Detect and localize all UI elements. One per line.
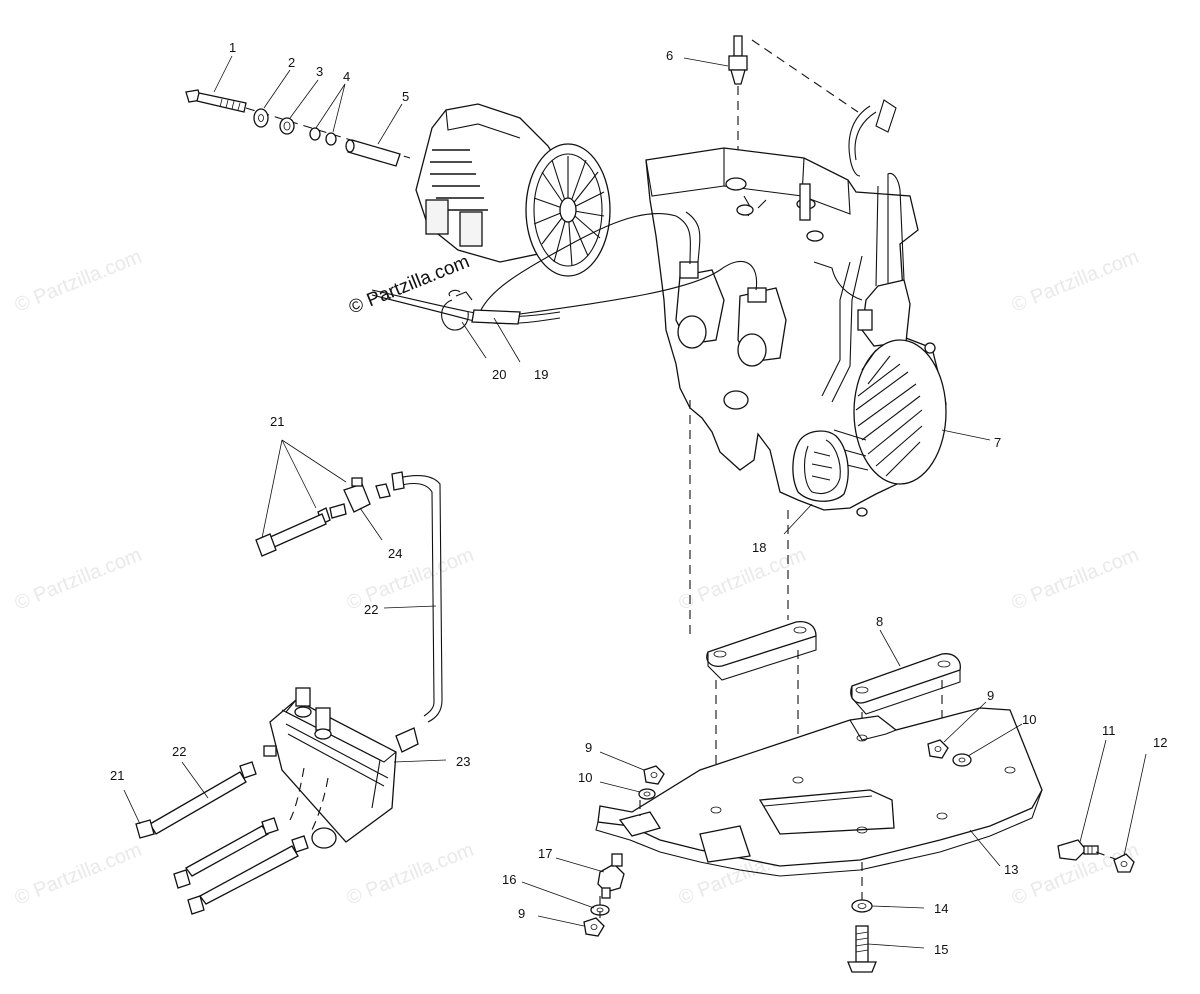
part-nut-12 bbox=[1113, 853, 1135, 873]
callout-4: 4 bbox=[343, 69, 350, 84]
watermark: © Partzilla.com bbox=[12, 544, 145, 615]
callout-18: 18 bbox=[752, 540, 766, 555]
part-fuel-line-22-upper bbox=[391, 471, 443, 723]
callout-17: 17 bbox=[538, 846, 552, 861]
part-o-ring bbox=[325, 132, 337, 146]
part-bolt-15 bbox=[847, 925, 877, 973]
callout-5: 5 bbox=[402, 89, 409, 104]
callout-labels: 1 2 3 4 5 6 7 8 9 9 9 10 10 11 12 13 14 … bbox=[110, 40, 1167, 957]
part-mount-bracket-8 bbox=[850, 653, 961, 715]
callout-22-lower: 22 bbox=[172, 744, 186, 759]
callout-13: 13 bbox=[1004, 862, 1018, 877]
callout-10-left: 10 bbox=[578, 770, 592, 785]
callout-3: 3 bbox=[316, 64, 323, 79]
callout-21-bottom: 21 bbox=[110, 768, 124, 783]
callout-10-right: 10 bbox=[1022, 712, 1036, 727]
part-isolator-17 bbox=[597, 853, 625, 899]
part-engine-mount-bracket bbox=[706, 620, 817, 681]
part-fuel-line-22-lower bbox=[135, 761, 257, 839]
watermark: © Partzilla.com bbox=[12, 246, 145, 317]
watermark: © Partzilla.com bbox=[676, 544, 809, 615]
part-fuel-lines-bottom bbox=[173, 817, 309, 915]
callout-19: 19 bbox=[534, 367, 548, 382]
part-nut bbox=[927, 739, 949, 759]
part-spark-plug bbox=[728, 35, 748, 85]
callout-7: 7 bbox=[994, 435, 1001, 450]
callout-22-upper: 22 bbox=[364, 602, 378, 617]
callout-14: 14 bbox=[934, 901, 948, 916]
part-o-ring bbox=[309, 127, 321, 141]
callout-2: 2 bbox=[288, 55, 295, 70]
callout-9-bottom: 9 bbox=[518, 906, 525, 921]
part-fuel-pulse-fitting bbox=[255, 477, 391, 557]
part-engine bbox=[479, 147, 947, 517]
leader-lines bbox=[123, 55, 1147, 949]
callout-11: 11 bbox=[1102, 723, 1116, 738]
watermark: © Partzilla.com bbox=[344, 839, 477, 910]
part-washer-10-left bbox=[638, 788, 656, 800]
part-cable-clamp bbox=[441, 289, 473, 331]
callout-23: 23 bbox=[456, 754, 470, 769]
part-skid-plate bbox=[595, 707, 1043, 877]
callout-9-left: 9 bbox=[585, 740, 592, 755]
part-washer-14 bbox=[851, 899, 873, 913]
part-spacer-tube bbox=[345, 139, 401, 167]
part-isolator-mount bbox=[1057, 839, 1099, 861]
watermark: © Partzilla.com bbox=[1009, 544, 1142, 615]
callout-6: 6 bbox=[666, 48, 673, 63]
callout-8: 8 bbox=[876, 614, 883, 629]
part-lock-washer bbox=[279, 117, 295, 135]
callout-20: 20 bbox=[492, 367, 506, 382]
part-throttle-cable bbox=[371, 289, 561, 325]
part-washer-10-right bbox=[952, 753, 972, 767]
part-washer bbox=[253, 108, 269, 128]
part-bolt bbox=[185, 89, 247, 113]
callout-16: 16 bbox=[502, 872, 516, 887]
watermark: © Partzilla.com bbox=[1009, 246, 1142, 317]
part-drive-clutch bbox=[415, 103, 611, 277]
callout-1: 1 bbox=[229, 40, 236, 55]
part-nut bbox=[583, 917, 605, 937]
callout-15: 15 bbox=[934, 942, 948, 957]
callout-24: 24 bbox=[388, 546, 402, 561]
callout-12: 12 bbox=[1153, 735, 1167, 750]
part-nut bbox=[643, 765, 665, 785]
callout-9-right: 9 bbox=[987, 688, 994, 703]
watermark: © Partzilla.com bbox=[12, 839, 145, 910]
part-fuel-pump bbox=[263, 687, 419, 849]
callout-21-top: 21 bbox=[270, 414, 284, 429]
